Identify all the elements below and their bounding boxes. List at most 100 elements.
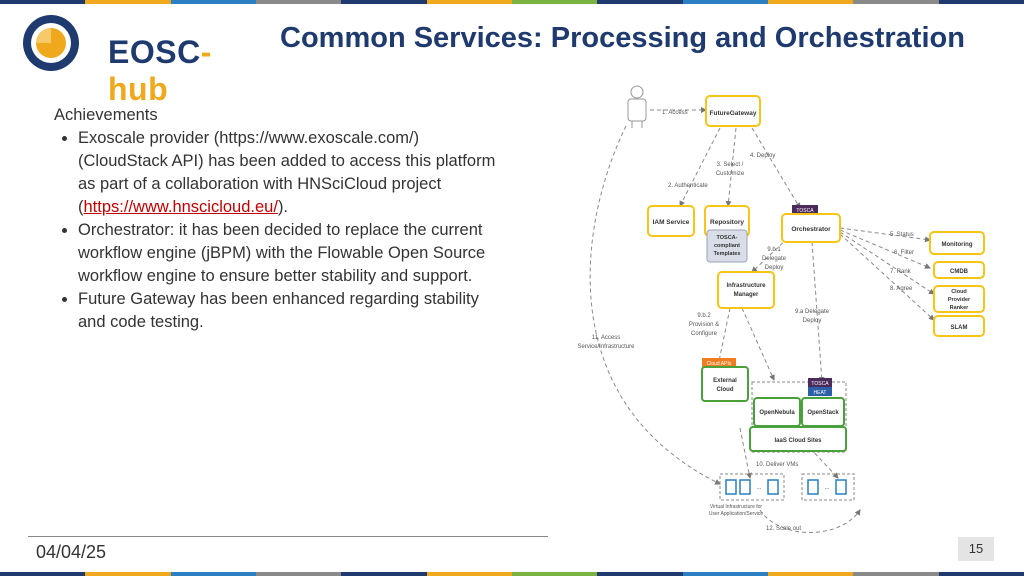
edge-deploy-label: 4. Deploy (750, 153, 775, 159)
edge-9b1-label-2: Delegate (762, 256, 787, 262)
iam-service-node (647, 205, 695, 237)
stripe-segment (255, 572, 342, 576)
heat-tag (808, 387, 832, 396)
edge-agree-label: 8. Agree (890, 286, 913, 292)
stripe-segment (255, 0, 342, 4)
page-number: 15 (958, 537, 994, 561)
edge-access-service-label-1: 11. Access (592, 335, 621, 341)
stripe-segment (597, 572, 683, 576)
stripe-segment (682, 0, 768, 4)
monitoring-node (929, 231, 985, 255)
slide-title: Common Services: Processing and Orchestr… (280, 22, 965, 54)
edge-scale-out-label: 12. Scale out (766, 526, 801, 532)
stripe-segment (767, 0, 854, 4)
eosc-globe-icon (23, 15, 79, 71)
stripe-segment (85, 572, 171, 576)
edge-9a-label-1: 9.a Delegate (795, 309, 830, 315)
orchestrator-label: Orchestrator (791, 226, 831, 233)
slam-node (933, 315, 985, 337)
bullet-orchestrator: Orchestrator: it has been decided to rep… (78, 219, 504, 288)
bullet-future-gateway: Future Gateway has been enhanced regardi… (78, 288, 504, 334)
logo-wordmark: EOSC-hub (108, 34, 212, 107)
iaas-cloud-sites-label: IaaS Cloud Sites (774, 438, 822, 444)
edge-9b2-label-1: 9.b.2 (697, 313, 711, 319)
footer-date: 04/04/25 (36, 542, 107, 562)
edge-9b2-label-3: Configure (691, 331, 718, 337)
edge-access-label: 1. Access (662, 110, 688, 116)
stripe-segment (341, 0, 427, 4)
ranker-line1: Cloud (951, 289, 967, 295)
stripe-segment (85, 0, 171, 4)
architecture-diagram-svg: FutureGateway IAM Service Repository TOS… (577, 85, 985, 533)
bottom-color-stripe (0, 572, 1024, 576)
opennebula-label: OpenNebula (759, 410, 795, 416)
stripe-segment (0, 0, 86, 4)
external-cloud-node (701, 366, 749, 402)
tosca-templates-line3: Templates (714, 251, 741, 257)
ranker-line2: Provider (948, 297, 971, 303)
edge-authenticate-label: 2. Authenticate (668, 183, 708, 189)
stripe-segment (597, 0, 683, 4)
iaas-cloud-sites-node (749, 426, 847, 452)
edge-filter-label: 6. Filter (894, 250, 914, 256)
tosca-templates-node (706, 229, 748, 263)
virtual-infra-line1: Virtual Infrastructure for (710, 504, 762, 510)
monitoring-label: Monitoring (942, 242, 973, 248)
tosca-tag-2 (808, 378, 832, 387)
tosca-tag (792, 205, 818, 214)
stripe-segment (853, 0, 939, 4)
edge-select-label-1: 3. Select / (717, 162, 744, 168)
edge-select-label-2: Customize (716, 171, 745, 177)
cmdb-node (933, 261, 985, 279)
future-gateway-label: FutureGateway (710, 110, 757, 117)
achievements-heading: Achievements (54, 106, 158, 124)
footer-rule (28, 536, 548, 537)
tosca-templates-line2: compliant (714, 243, 740, 249)
im-line1: Infrastructure (726, 283, 766, 289)
edge-9a-label-2: Deploy (803, 318, 822, 324)
slam-label: SLAM (951, 325, 968, 331)
stripe-segment (938, 0, 1024, 4)
orchestrator-node (781, 213, 841, 243)
stripe-segment (938, 572, 1024, 576)
edge-9b1-label-1: 9.b.1 (767, 247, 781, 253)
architecture-diagram: FutureGateway IAM Service Repository TOS… (560, 80, 1000, 540)
stripe-segment (767, 572, 854, 576)
cloud-apis-label: Cloud APIs (707, 361, 732, 367)
stripe-segment (341, 572, 427, 576)
stripe-segment (511, 572, 598, 576)
edge-access-service-label-2: Service/Infrastructure (577, 344, 635, 350)
iam-service-label: IAM Service (653, 219, 690, 226)
tosca-templates-line1: TOSCA- (717, 235, 738, 241)
tosca-tag-2-label: TOSCA (811, 381, 829, 387)
edge-9b1-label-3: Deploy (765, 265, 784, 271)
achievements-list: Achievements Exoscale provider (https://… (54, 104, 504, 334)
cloud-apis-tag (702, 358, 736, 367)
repository-label: Repository (710, 219, 744, 226)
stripe-segment (511, 0, 598, 4)
future-gateway-node (705, 95, 761, 127)
vm-ellipsis-2: ... (824, 485, 829, 491)
edge-rank-label: 7. Rank (890, 269, 912, 275)
vm-ellipsis-1: ... (756, 485, 761, 491)
top-color-stripe (0, 0, 1024, 4)
infrastructure-manager-node (717, 271, 775, 309)
virtual-infra-line2: User Application/Service (709, 511, 763, 517)
cloud-provider-ranker-node (933, 285, 985, 313)
stripe-segment (0, 572, 86, 576)
heat-tag-label: HEAT (814, 390, 827, 396)
edge-deliver-label: 10. Deliver VMs (756, 462, 798, 468)
hnscicloud-link[interactable]: https://www.hnscicloud.eu/ (83, 198, 278, 216)
stripe-segment (170, 572, 256, 576)
eosc-hub-logo: EOSC-hub (20, 12, 250, 107)
stripe-segment (170, 0, 256, 4)
stripe-segment (853, 572, 939, 576)
virtual-infrastructure-group (719, 473, 855, 501)
external-cloud-line2: Cloud (717, 387, 734, 393)
external-cloud-line1: External (713, 378, 737, 384)
stripe-segment (682, 572, 768, 576)
ranker-line3: Ranker (950, 305, 970, 311)
openstack-label: OpenStack (807, 410, 839, 416)
im-line2: Manager (734, 292, 759, 298)
stripe-segment (426, 0, 512, 4)
